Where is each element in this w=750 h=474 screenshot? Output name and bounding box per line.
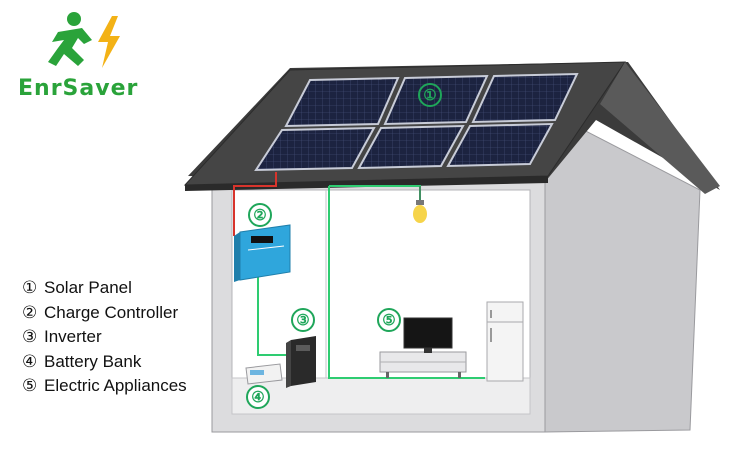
battery-bank [245, 363, 283, 385]
svg-text:②: ② [253, 207, 266, 224]
solar-panel [446, 122, 554, 168]
solar-panel [383, 74, 489, 126]
television [403, 317, 453, 353]
roof-side-face [600, 62, 720, 194]
solar-panel [284, 76, 400, 128]
marker-5: ⑤ [377, 308, 401, 332]
marker-4: ④ [246, 385, 270, 409]
marker-3: ③ [291, 308, 315, 332]
marker-1: ① [418, 83, 442, 107]
brand-name: EnrSaver [18, 76, 139, 101]
refrigerator [486, 301, 524, 382]
tv-cabinet [379, 351, 467, 378]
roof-eave [185, 176, 548, 191]
svg-text:①: ① [423, 87, 436, 104]
solar-panel [471, 72, 579, 124]
marker-2: ② [248, 203, 272, 227]
svg-text:③: ③ [296, 312, 309, 329]
charge-controller [234, 224, 291, 282]
inverter [286, 336, 316, 388]
dc-wire [233, 172, 277, 236]
solar-panel [254, 126, 376, 172]
ac-wire [328, 186, 485, 379]
solar-panel-array [254, 72, 579, 172]
runner-icon [48, 12, 92, 66]
svg-text:④: ④ [251, 389, 264, 406]
brand-logo: EnrSaver [8, 8, 158, 101]
svg-text:⑤: ⑤ [382, 312, 395, 329]
light-bulb-icon [413, 186, 427, 223]
house-floor [231, 377, 531, 415]
solar-panel [357, 124, 465, 170]
lightning-icon [98, 16, 120, 68]
